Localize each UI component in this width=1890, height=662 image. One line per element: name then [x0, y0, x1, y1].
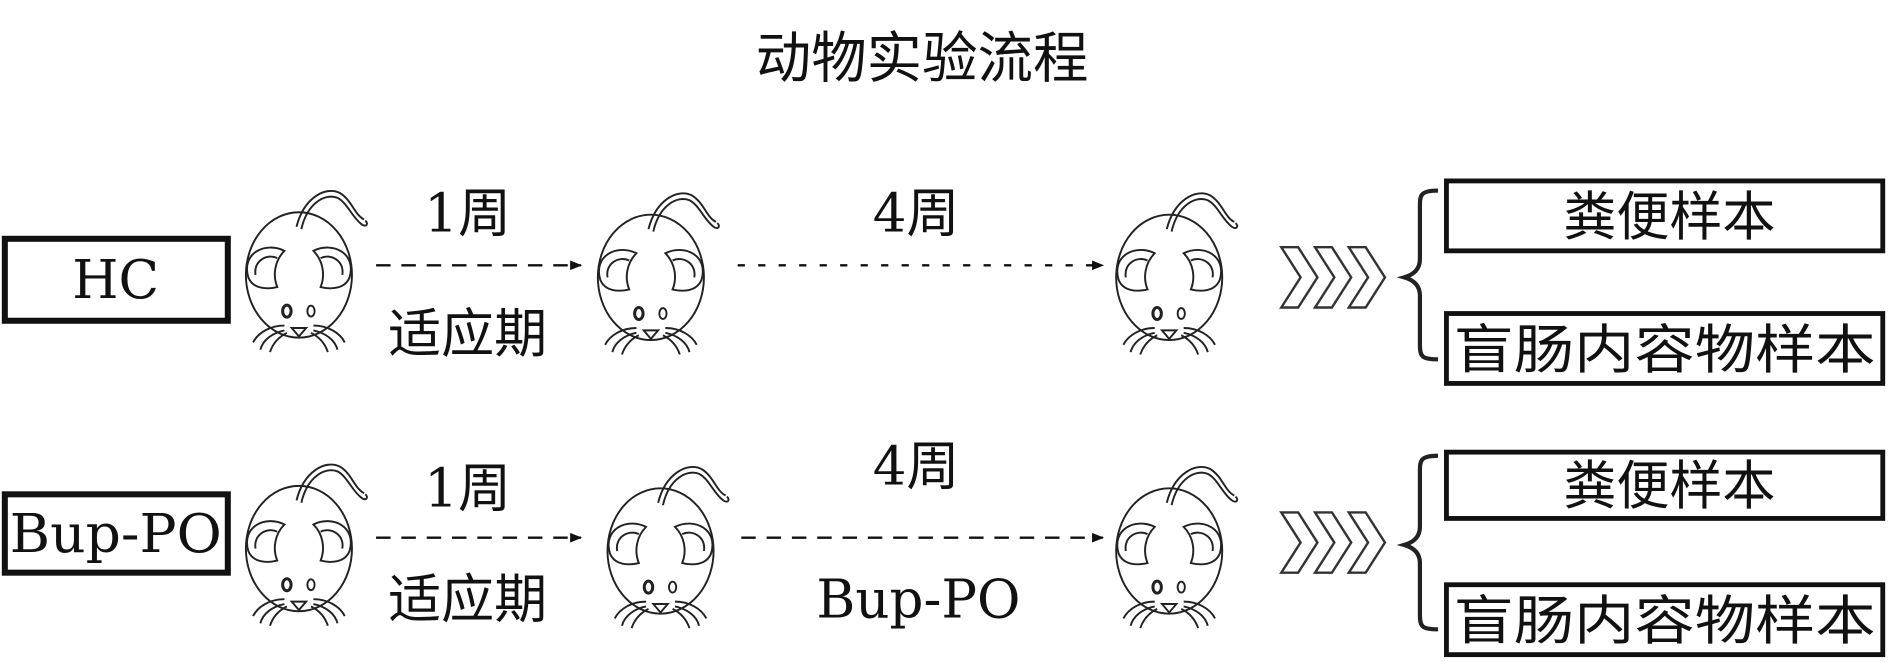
row-bup-po: Bup-PO 1周 适应期 4周 Bup-PO 粪便样本 盲肠内容物样本 — [1, 436, 1886, 658]
mouse-icon — [1114, 465, 1239, 630]
mouse-icon — [244, 189, 369, 354]
step1-duration: 1周 — [424, 183, 511, 245]
group-label: Bup-PO — [10, 503, 222, 565]
curly-brace-icon — [1396, 453, 1439, 632]
mouse-icon — [596, 191, 721, 357]
step2-duration: 4周 — [873, 436, 960, 498]
sample-box-feces — [1444, 178, 1886, 254]
sample-label: 粪便样本 — [1563, 455, 1775, 517]
step1-phase: 适应期 — [388, 303, 547, 365]
group-box-bup-po — [1, 491, 231, 576]
sample-box-feces — [1444, 449, 1886, 521]
sample-label: 盲肠内容物样本 — [1454, 319, 1876, 381]
group-box-hc — [1, 235, 231, 324]
step1-phase: 适应期 — [388, 568, 547, 630]
step1-duration: 1周 — [424, 457, 511, 519]
step2-duration: 4周 — [873, 183, 960, 245]
triple-chevron-icon — [1280, 511, 1387, 574]
step2-treatment: Bup-PO — [816, 568, 1020, 630]
sample-box-cecal — [1444, 311, 1886, 386]
mouse-icon — [605, 465, 731, 630]
group-label: HC — [72, 249, 159, 311]
curly-brace-icon — [1396, 188, 1439, 362]
mouse-icon — [244, 463, 369, 628]
triple-chevron-icon — [1280, 246, 1387, 309]
sample-label: 盲肠内容物样本 — [1454, 590, 1876, 652]
mouse-icon — [1114, 191, 1239, 357]
sample-label: 粪便样本 — [1563, 186, 1775, 248]
row-hc: HC 1周 适应期 4周 粪便样本 盲肠内容物样本 — [1, 178, 1886, 386]
diagram-title: 动物实验流程 — [756, 27, 1089, 91]
sample-box-cecal — [1444, 582, 1886, 658]
